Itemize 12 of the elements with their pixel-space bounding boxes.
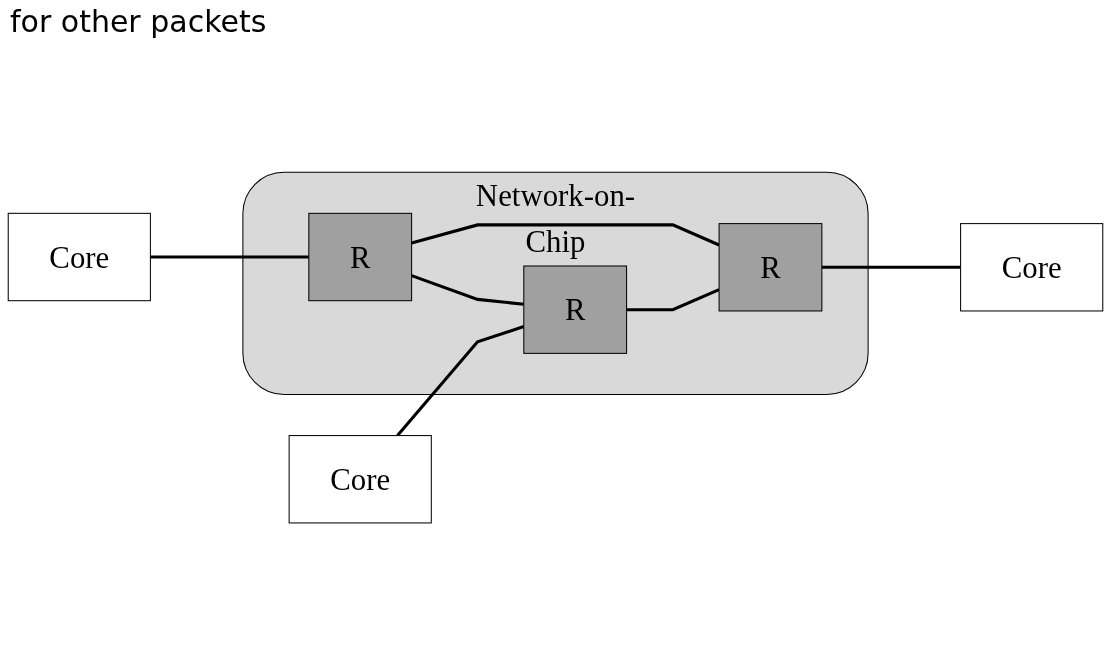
node-box: R bbox=[308, 212, 413, 302]
connector bbox=[626, 288, 720, 312]
connector bbox=[411, 274, 524, 306]
connector bbox=[150, 255, 309, 259]
node-box: Core bbox=[7, 212, 151, 302]
connector bbox=[821, 265, 961, 269]
node-box: Core bbox=[960, 223, 1104, 312]
node-box: R bbox=[718, 223, 823, 312]
node-box: Core bbox=[288, 435, 432, 524]
connector bbox=[411, 223, 720, 247]
note-text: for other packets bbox=[10, 4, 267, 39]
node-box: R bbox=[523, 265, 628, 354]
